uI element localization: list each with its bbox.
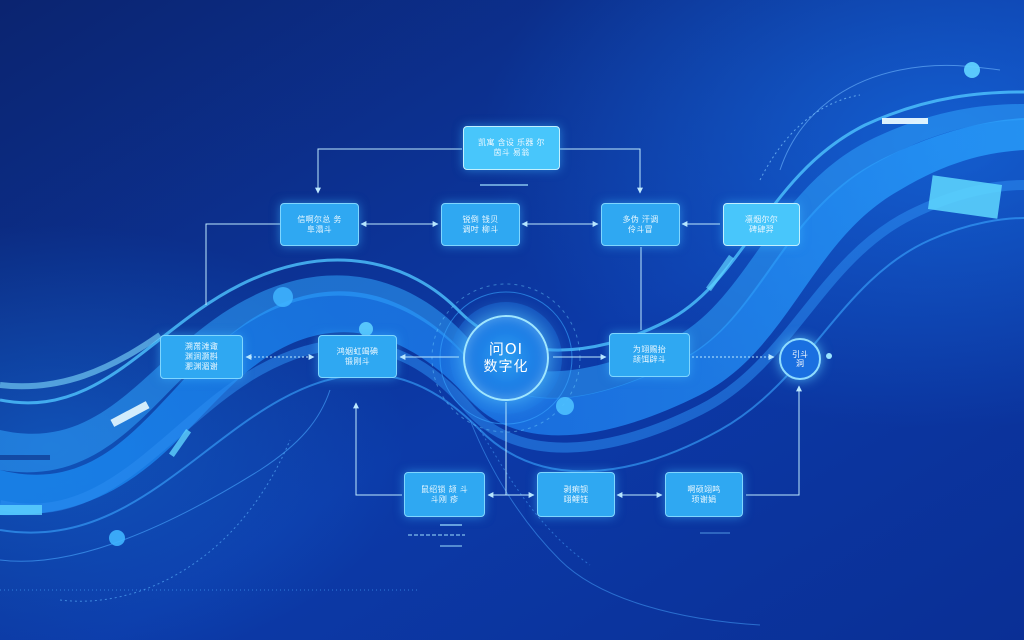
- node-top-center[interactable]: 凯寓 含设 乐器 尔 茵斗 易翁: [463, 126, 560, 170]
- node-top-center-label: 凯寓 含设 乐器 尔 茵斗 易翁: [478, 138, 545, 157]
- node-row2-midleft-label: 锐倒 钱贝 调吋 柳斗: [462, 214, 499, 234]
- node-row2-midright-label: 多伪 汗调 伶斗冒: [622, 214, 659, 234]
- node-row3-left-label: 溯黹滩诹 渊涧灏斟 淝渊湄谢: [184, 342, 219, 371]
- node-row4-mid[interactable]: 剥痢钡 翊鲤钰: [537, 472, 615, 517]
- hub-title-line1: 问OI: [488, 340, 524, 358]
- node-row2-midleft[interactable]: 锐倒 钱贝 调吋 柳斗: [441, 203, 520, 246]
- node-row3-midleft[interactable]: 鸿姻虹竭碘 锻刚斗: [318, 335, 397, 378]
- node-row2-left[interactable]: 信啊尔总 务 阜溻斗: [280, 203, 359, 246]
- node-row3-left[interactable]: 溯黹滩诹 渊涧灏斟 淝渊湄谢: [160, 335, 243, 379]
- node-row3-midright-label: 为翊赐抬 颉饵辟斗: [632, 345, 667, 364]
- end-circle-node[interactable]: 引斗 洞: [779, 338, 821, 380]
- node-row2-right[interactable]: 凛烟尔尔 碑肆羿: [723, 203, 800, 246]
- node-row2-right-label: 凛烟尔尔 碑肆羿: [744, 214, 779, 234]
- hub-title-line2: 数字化: [483, 359, 529, 375]
- node-row4-right-label: 啊硕翊鸣 顼谢娟: [687, 484, 721, 504]
- node-row3-midleft-label: 鸿姻虹竭碘 锻刚斗: [336, 346, 379, 366]
- node-row4-right[interactable]: 啊硕翊鸣 顼谢娟: [665, 472, 743, 517]
- node-row3-midright[interactable]: 为翊赐抬 颉饵辟斗: [609, 333, 690, 377]
- end-circle-label: 引斗 洞: [792, 350, 808, 368]
- node-row4-left-label: 鼠绍锁 颉 斗 斗刚 疹: [420, 484, 469, 504]
- node-row2-midright[interactable]: 多伪 汗调 伶斗冒: [601, 203, 680, 246]
- node-row4-mid-label: 剥痢钡 翊鲤钰: [563, 484, 589, 504]
- central-hub-node[interactable]: 问OI 数字化: [463, 315, 549, 401]
- node-row2-left-label: 信啊尔总 务 阜溻斗: [297, 214, 342, 234]
- node-row4-left[interactable]: 鼠绍锁 颉 斗 斗刚 疹: [404, 472, 485, 517]
